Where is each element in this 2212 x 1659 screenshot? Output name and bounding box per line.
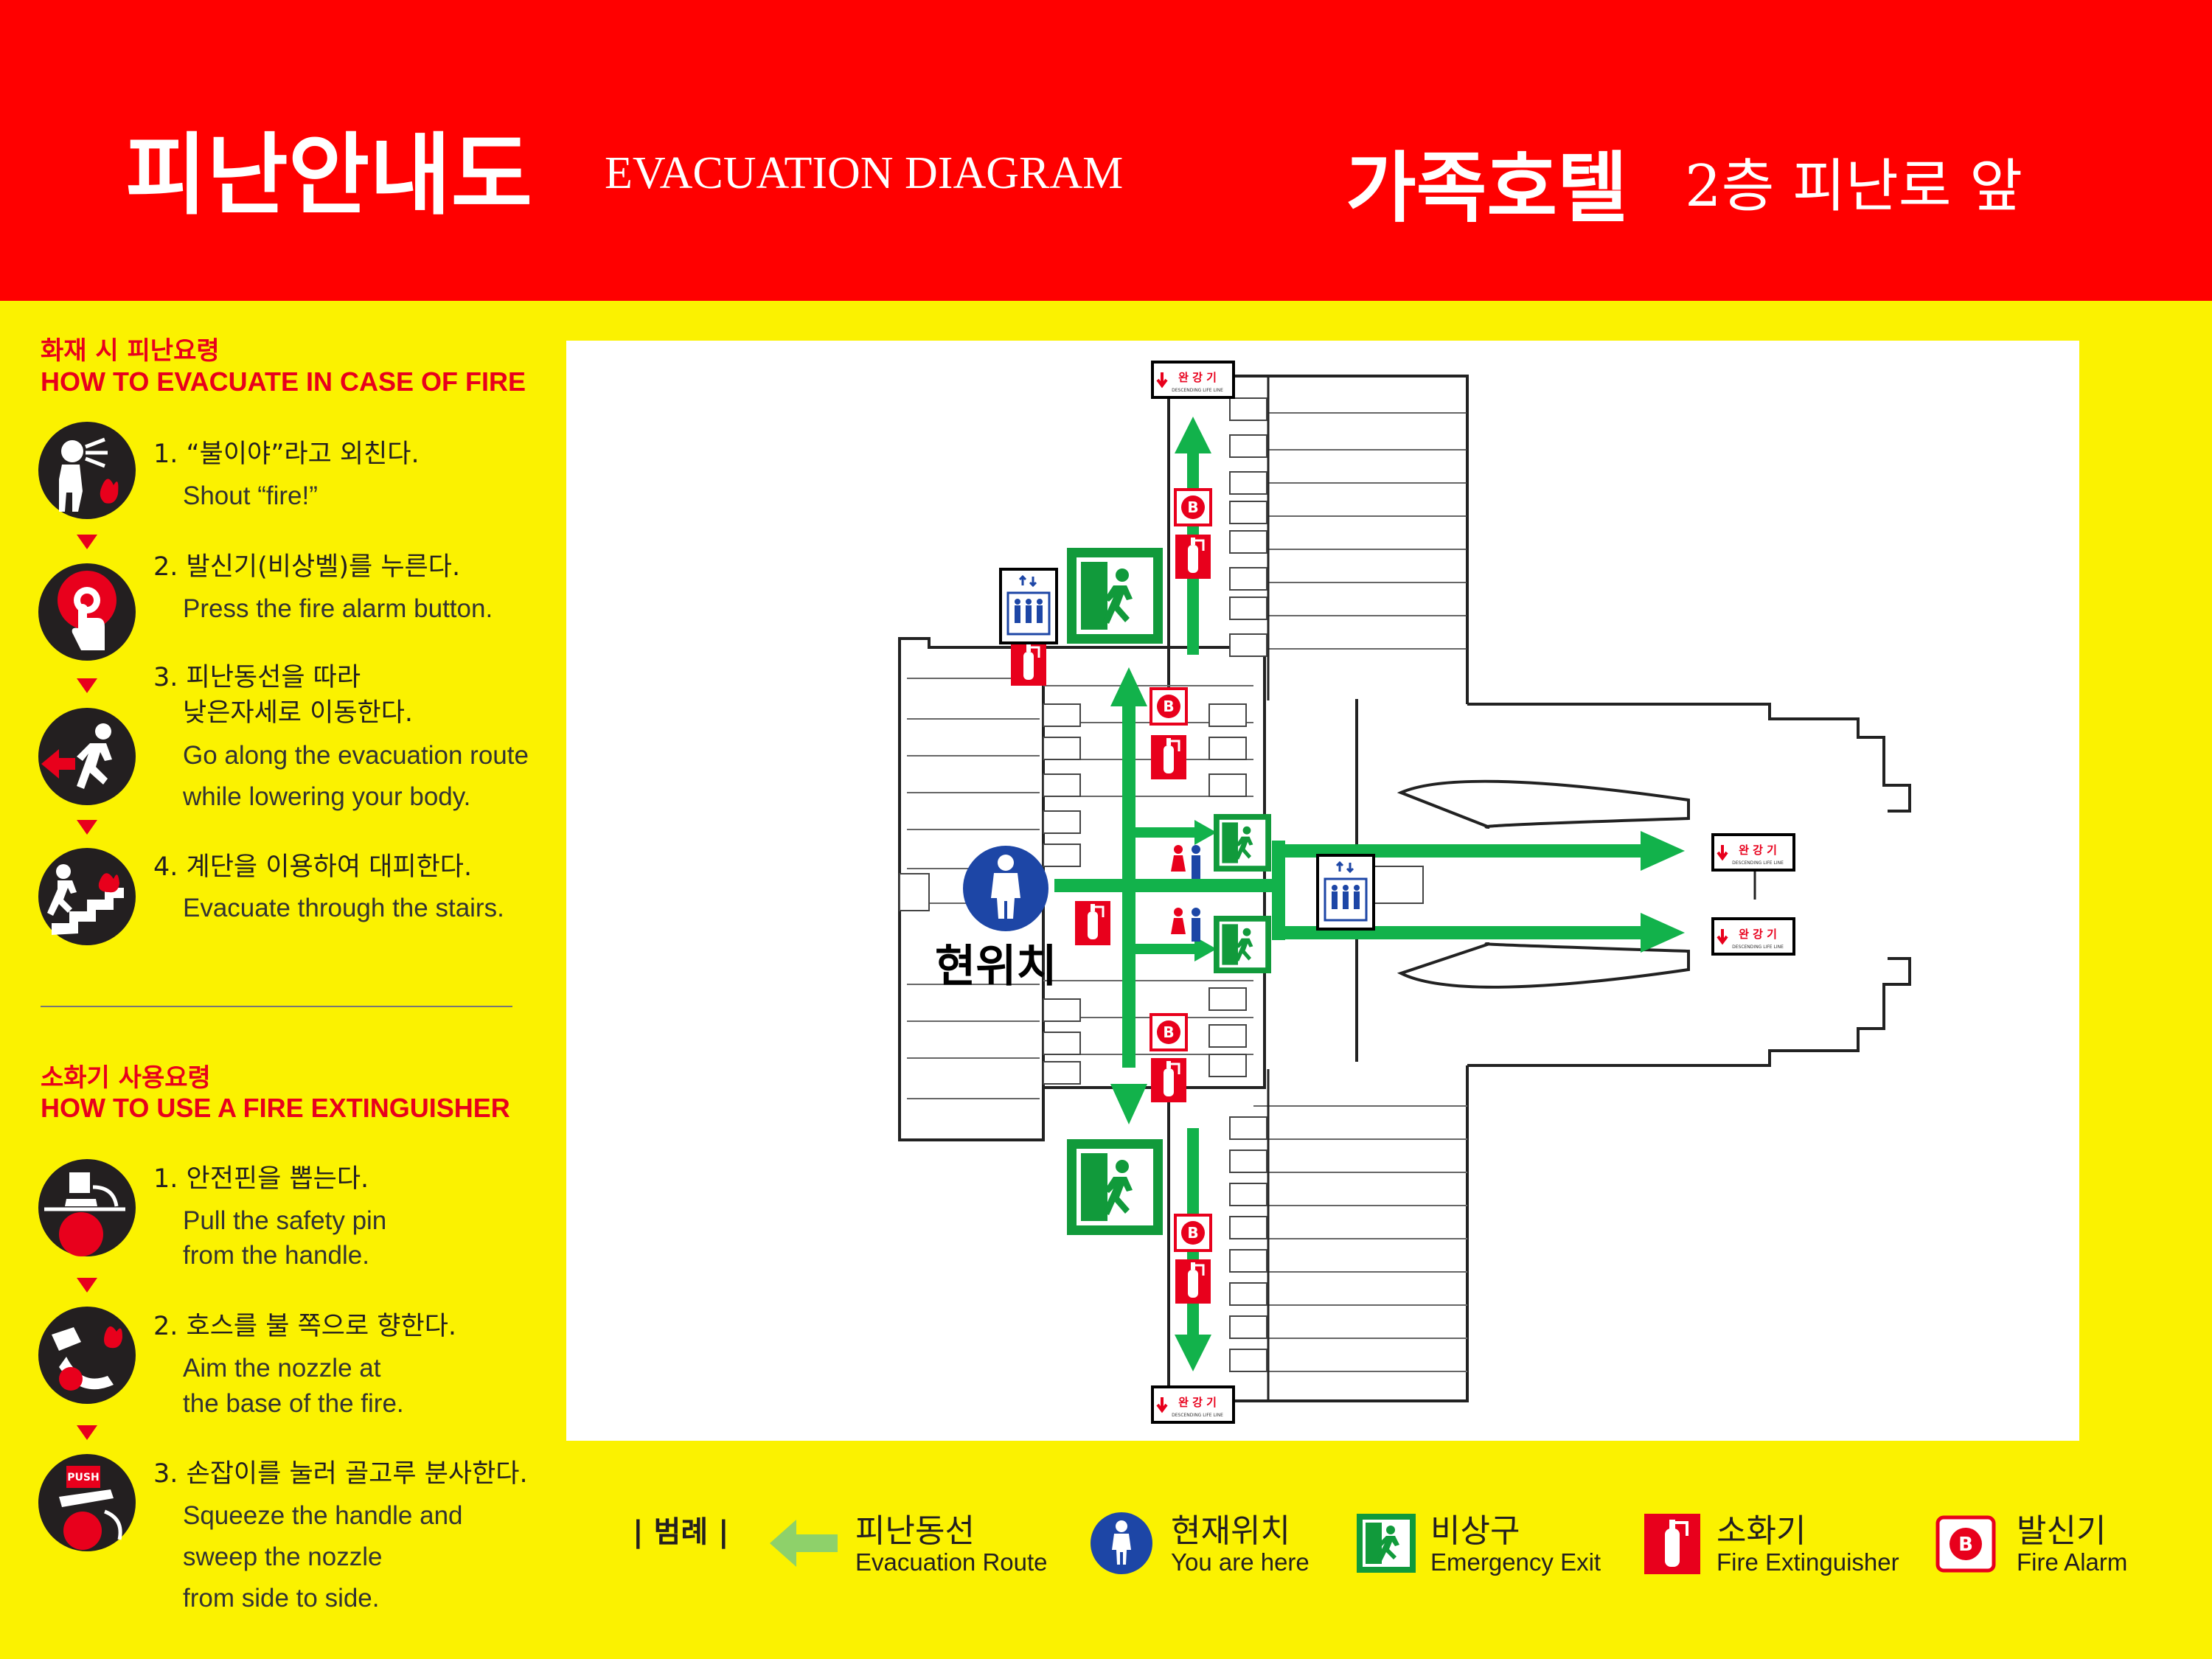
emergency-exit-sign (1067, 548, 1163, 644)
descending-lifeline-sign (1711, 833, 1795, 872)
evacuate-step-2-ko: 2. 발신기(비상벨)를 누른다. (153, 552, 461, 582)
elevator-marker (999, 568, 1058, 644)
stairs-icon (38, 848, 136, 945)
step-arrow (77, 1278, 97, 1293)
pull-pin-icon (38, 1159, 136, 1256)
evacuate-step-3-ko-line2: 낮은자세로 이동한다. (183, 698, 414, 728)
evacuate-heading-ko: 화재 시 피난요령 (41, 336, 220, 366)
evacuation-route-arrow-icon (770, 1520, 838, 1567)
evacuate-heading-en: HOW TO EVACUATE IN CASE OF FIRE (41, 366, 526, 397)
fire-extinguisher-marker (1174, 1258, 1212, 1305)
legend-route-ko: 피난동선 (855, 1512, 975, 1550)
evacuate-step-2-en: Press the fire alarm button. (183, 594, 493, 623)
extinguisher-step-3-en-line2: sweep the nozzle (183, 1543, 383, 1571)
extinguisher-step-1-en-line2: from the handle. (183, 1241, 369, 1270)
fire-alarm-marker (1150, 1013, 1188, 1051)
emergency-exit-sign (1214, 916, 1271, 973)
legend-here-ko: 현재위치 (1171, 1512, 1290, 1550)
fire-alarm-marker (1174, 488, 1212, 526)
fire-alarm-icon: B (1935, 1515, 1996, 1573)
location-name: 가족호텔 (1346, 142, 1628, 233)
fire-extinguisher-marker (1174, 533, 1212, 580)
shouting-person-icon (38, 422, 136, 519)
fire-extinguisher-marker (1150, 734, 1188, 781)
fire-extinguisher-icon (1644, 1514, 1700, 1574)
floor-plan-drawing: B 완 강 기 DESCENDING LIFE LINE (898, 361, 1911, 1424)
evacuate-step-3-en-line2: while lowering your body. (183, 782, 471, 811)
extinguisher-step-3-en-line3: from side to side. (183, 1584, 380, 1613)
emergency-exit-sign (1067, 1139, 1163, 1235)
fire-extinguisher-marker (1150, 1057, 1188, 1104)
fire-alarm-marker (1174, 1214, 1212, 1252)
emergency-exit-sign (1214, 814, 1271, 872)
legend-route-en: Evacuation Route (855, 1548, 1048, 1576)
room-grid-bottom (1253, 1069, 1467, 1401)
descending-lifeline-sign (1151, 1385, 1235, 1424)
section-divider (41, 1006, 512, 1007)
fire-extinguisher-marker (1074, 900, 1112, 947)
extinguisher-step-1-ko: 1. 안전핀을 뽑는다. (153, 1164, 369, 1194)
extinguisher-step-3-ko: 3. 손잡이를 눌러 골고루 분사한다. (153, 1459, 528, 1489)
floor-plan-map: B 완 강 기 DESCENDING LIFE LINE (566, 341, 2079, 1441)
push-label: PUSH (67, 1472, 99, 1484)
evacuate-step-3-en: Go along the evacuation route (183, 741, 529, 770)
alarm-button-icon (38, 563, 136, 661)
legend-title: | 범례 | (633, 1515, 729, 1549)
extinguisher-step-2-en-line2: the base of the fire. (183, 1389, 404, 1418)
room-grid-top (1253, 376, 1469, 700)
header-banner: 피난안내도 EVACUATION DIAGRAM 가족호텔 2층 피난로 앞 (0, 0, 2212, 301)
title-korean: 피난안내도 (125, 123, 532, 227)
evacuate-step-3-ko: 3. 피난동선을 따라 (153, 663, 361, 692)
extinguisher-heading-en: HOW TO USE A FIRE EXTINGUISHER (41, 1093, 510, 1123)
evacuate-step-1-en: Shout “fire!” (183, 481, 318, 510)
descending-lifeline-sign (1151, 361, 1235, 399)
legend-alarm-ko: 발신기 (2017, 1512, 2107, 1550)
squeeze-handle-icon: PUSH (38, 1454, 136, 1551)
legend-exit-ko: 비상구 (1430, 1512, 1520, 1550)
evacuate-step-4-en: Evacuate through the stairs. (183, 894, 504, 922)
extinguisher-step-3-en: Squeeze the handle and (183, 1501, 463, 1530)
location-detail: 2층 피난로 앞 (1685, 153, 2023, 220)
evacuate-step-1-ko: 1. “불이야”라고 외친다. (153, 439, 420, 469)
you-are-here-label: 현위치 (935, 941, 1057, 992)
you-are-here-icon (963, 846, 1048, 931)
extinguisher-step-2-ko: 2. 호스를 불 쪽으로 향한다. (153, 1312, 457, 1341)
extinguisher-step-2-en: Aim the nozzle at (183, 1354, 381, 1382)
legend-extinguisher-ko: 소화기 (1717, 1512, 1806, 1550)
aim-nozzle-icon (38, 1307, 136, 1404)
descending-lifeline-sign (1711, 917, 1795, 956)
restroom-icon (1171, 908, 1200, 942)
extinguisher-heading-ko: 소화기 사용요령 (41, 1063, 211, 1093)
bathroom-fixtures (899, 397, 1424, 1372)
you-are-here-icon (1091, 1512, 1152, 1574)
legend-exit-en: Emergency Exit (1430, 1548, 1601, 1576)
step-arrow (77, 1425, 97, 1440)
legend-extinguisher-en: Fire Extinguisher (1717, 1548, 1899, 1576)
step-arrow (77, 678, 97, 693)
extinguisher-step-1-en: Pull the safety pin (183, 1206, 387, 1235)
emergency-exit-icon (1357, 1514, 1416, 1573)
elevator-marker (1316, 854, 1375, 931)
running-person-icon (38, 708, 136, 805)
title-english: EVACUATION DIAGRAM (605, 148, 1124, 198)
evacuate-step-4-ko: 4. 계단을 이용하여 대피한다. (153, 852, 473, 882)
alarm-letter: B (1958, 1534, 1973, 1556)
legend-alarm-en: Fire Alarm (2017, 1548, 2128, 1576)
step-arrow (77, 535, 97, 549)
step-arrow (77, 820, 97, 835)
fire-extinguisher-marker (1009, 640, 1048, 687)
legend-here-en: You are here (1171, 1548, 1310, 1576)
fire-alarm-marker (1150, 687, 1188, 726)
restroom-icon (1171, 845, 1200, 879)
